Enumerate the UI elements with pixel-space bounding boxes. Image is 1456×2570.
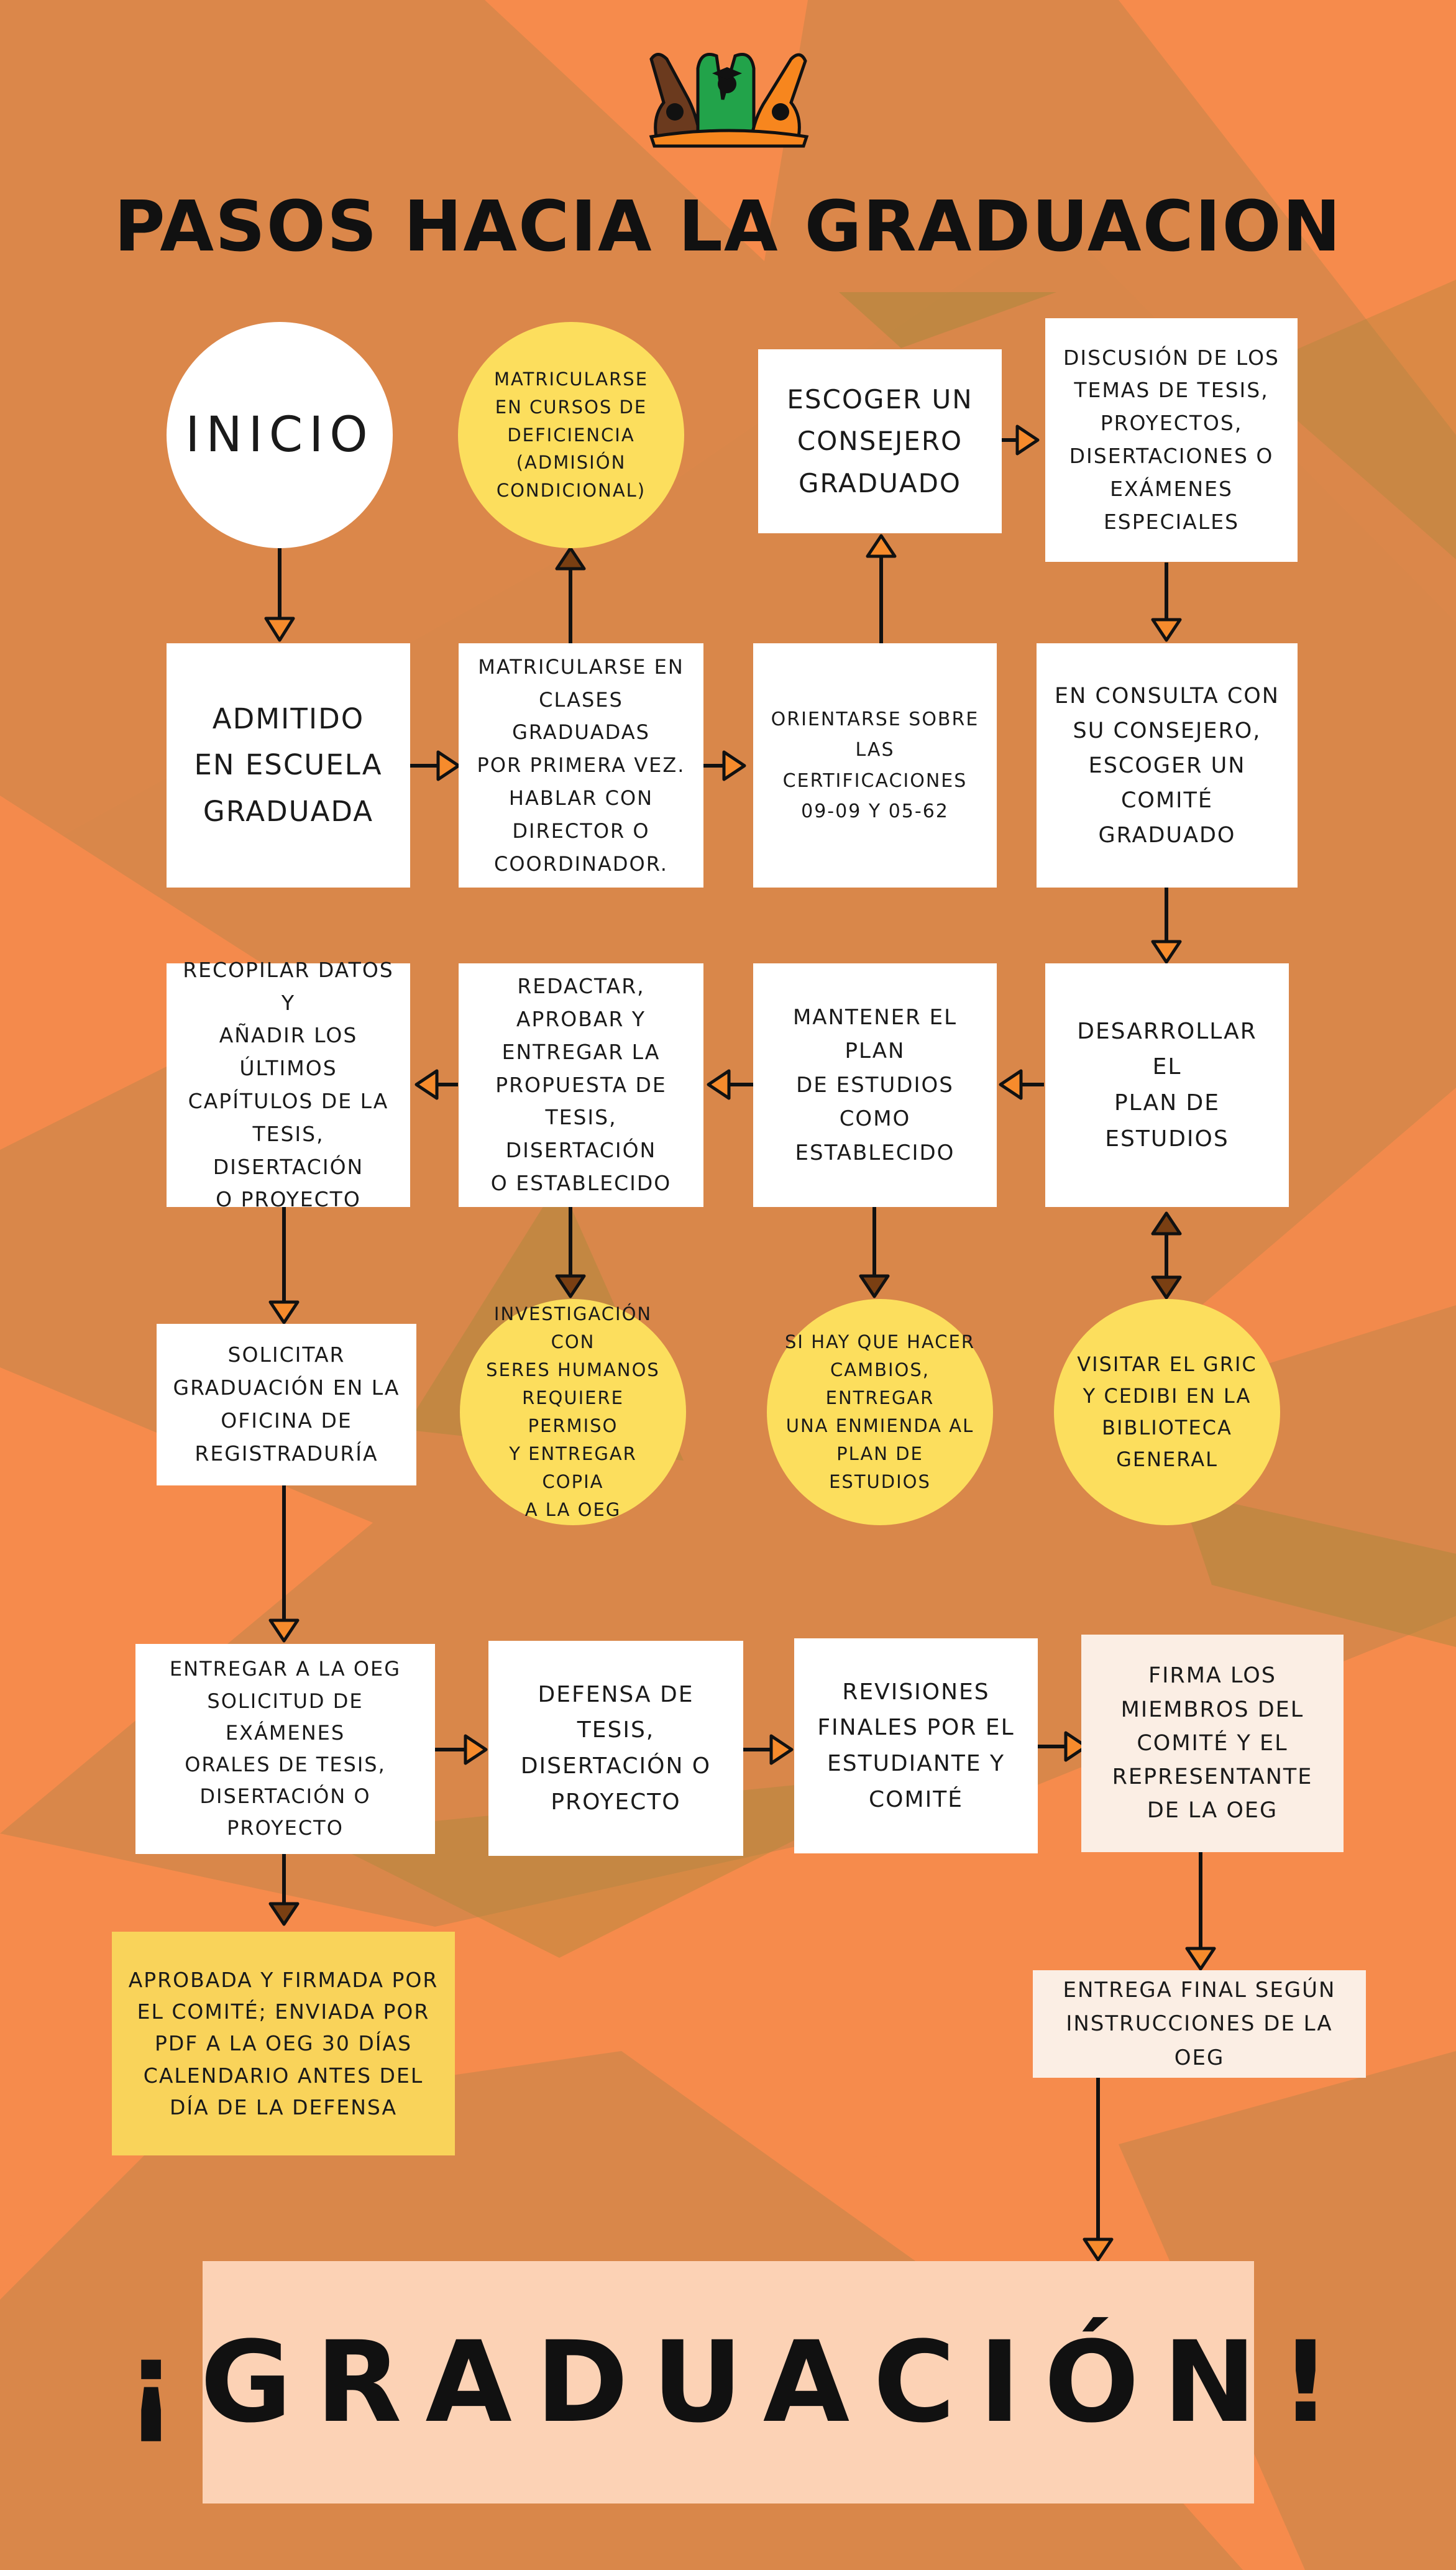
revisiones-box: REVISIONES FINALES POR EL ESTUDIANTE Y C… xyxy=(794,1638,1038,1853)
entrega-final-box: ENTREGA FINAL SEGÚN INSTRUCCIONES DE LA … xyxy=(1033,1970,1366,2078)
discusion-box: DISCUSIÓN DE LOS TEMAS DE TESIS, PROYECT… xyxy=(1045,318,1298,562)
graduacion-banner: ¡GRADUACIÓN! xyxy=(126,2261,1331,2503)
cambios-circle: SI HAY QUE HACER CAMBIOS, ENTREGAR UNA E… xyxy=(767,1299,993,1525)
comite-box: EN CONSULTA CON SU CONSEJERO, ESCOGER UN… xyxy=(1037,643,1298,888)
deficiencia-circle: MATRICULARSE EN CURSOS DE DEFICIENCIA (A… xyxy=(458,322,684,548)
defensa-box: DEFENSA DE TESIS, DISERTACIÓN O PROYECTO xyxy=(488,1641,743,1856)
page-title: PASOS HACIA LA GRADUACION xyxy=(114,186,1342,267)
redactar-box: REDACTAR, APROBAR Y ENTREGAR LA PROPUEST… xyxy=(459,963,703,1207)
consejero-box: ESCOGER UN CONSEJERO GRADUADO xyxy=(758,349,1002,533)
desarrollar-box: DESARROLLAR EL PLAN DE ESTUDIOS xyxy=(1045,963,1289,1207)
inicio-circle: INICIO xyxy=(167,322,393,548)
graduacion-text: ¡GRADUACIÓN! xyxy=(126,2317,1355,2448)
mantener-box: MANTENER EL PLAN DE ESTUDIOS COMO ESTABL… xyxy=(753,963,997,1207)
recopilar-box: RECOPILAR DATOS Y AÑADIR LOS ÚLTIMOS CAP… xyxy=(167,958,410,1211)
solicitar-box: SOLICITAR GRADUACIÓN EN LA OFICINA DE RE… xyxy=(157,1324,416,1485)
orientarse-box: ORIENTARSE SOBRE LAS CERTIFICACIONES 09-… xyxy=(753,643,997,888)
firma-box: FIRMA LOS MIEMBROS DEL COMITÉ Y EL REPRE… xyxy=(1081,1635,1344,1852)
graduates-hands-logo-icon xyxy=(649,53,809,148)
entregar-oeg-box: ENTREGAR A LA OEG SOLICITUD DE EXÁMENES … xyxy=(135,1644,435,1854)
matricularse-box: MATRICULARSE EN CLASES GRADUADAS POR PRI… xyxy=(459,643,703,888)
admitido-box: ADMITIDO EN ESCUELA GRADUADA xyxy=(167,643,410,888)
investigacion-circle: INVESTIGACIÓN CON SERES HUMANOS REQUIERE… xyxy=(460,1299,686,1525)
aprobada-box: APROBADA Y FIRMADA POR EL COMITÉ; ENVIAD… xyxy=(112,1932,455,2155)
gric-circle: VISITAR EL GRIC Y CEDIBI EN LA BIBLIOTEC… xyxy=(1054,1299,1280,1525)
